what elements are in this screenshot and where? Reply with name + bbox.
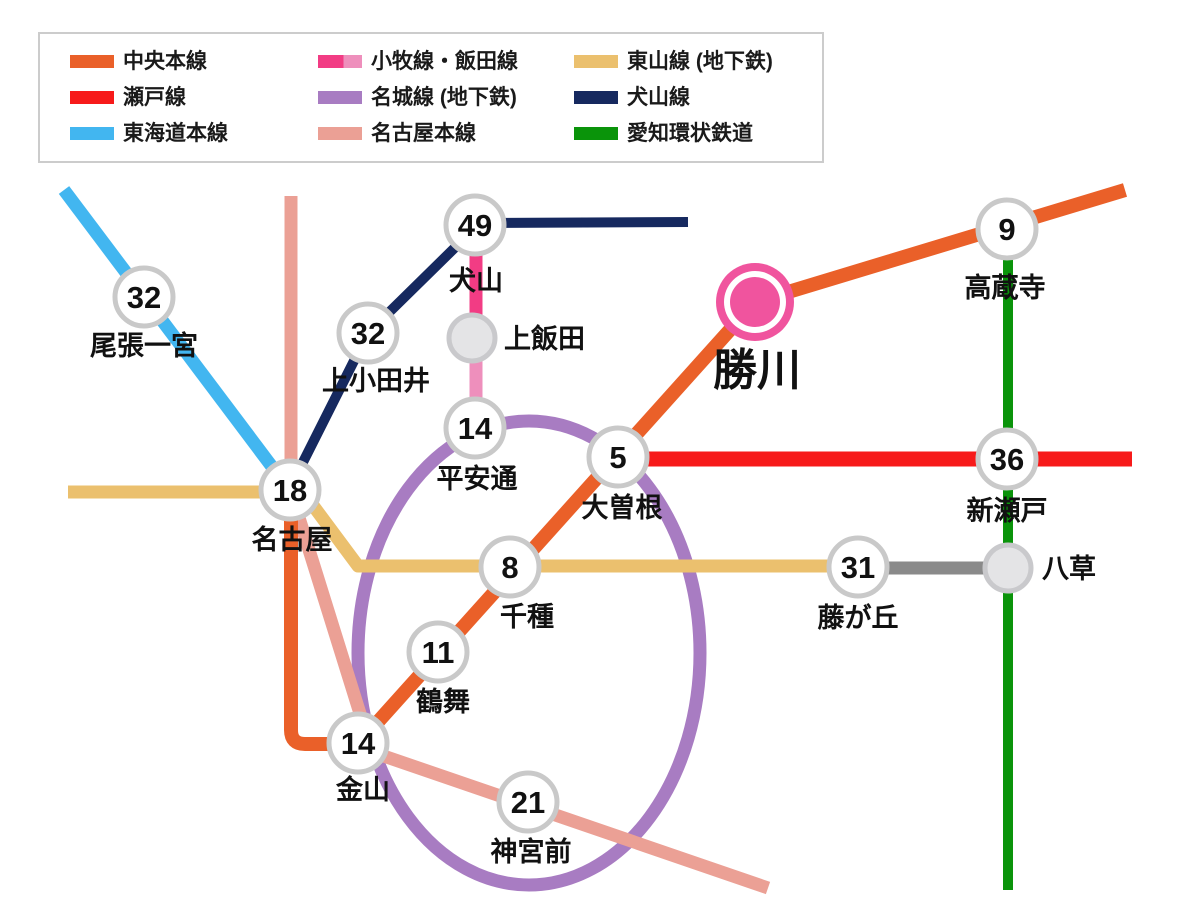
- svg-text:31: 31: [841, 550, 875, 585]
- line-meijo-loop: [351, 414, 707, 892]
- station-nagoya-badge: 18: [258, 458, 322, 522]
- station-shin-seto-badge: 36: [975, 427, 1039, 491]
- svg-text:18: 18: [273, 473, 307, 508]
- svg-text:14: 14: [341, 726, 376, 761]
- svg-text:14: 14: [458, 411, 493, 446]
- label-kachigawa: 勝川: [713, 346, 801, 395]
- legend-label-higashiyama: 東山線 (地下鉄): [627, 50, 773, 74]
- label-ozone: 大曽根: [582, 492, 663, 523]
- legend-item-meitetsu: 名古屋本線: [318, 123, 574, 144]
- kachigawa-inner-dot: [730, 277, 780, 327]
- label-heian-dori: 平安通: [437, 464, 518, 494]
- line-meitetsu: [284, 196, 771, 895]
- legend-label-komaki-iida: 小牧線・飯田線: [371, 50, 518, 74]
- svg-text:32: 32: [351, 316, 385, 351]
- svg-text:21: 21: [511, 785, 545, 820]
- station-kamiiida-circle: [446, 312, 498, 364]
- station-kanayama-badge: 14: [326, 711, 390, 775]
- station-jingu-mae-badge: 21: [496, 770, 560, 834]
- label-tsurumai: 鶴舞: [416, 686, 470, 717]
- label-kamiiida: 上飯田: [504, 323, 585, 354]
- label-kanayama: 金山: [335, 774, 390, 805]
- station-ozone-badge: 5: [586, 425, 650, 489]
- legend-swatch-meijo: [318, 90, 362, 104]
- label-owari-ichinomiya: 尾張一宮: [90, 330, 198, 361]
- svg-text:9: 9: [998, 212, 1015, 247]
- legend-label-aikan: 愛知環状鉄道: [627, 121, 753, 145]
- legend-label-tokaido: 東海道本線: [123, 121, 228, 145]
- station-chikusa-badge: 8: [478, 535, 542, 599]
- legend-item-meijo: 名城線 (地下鉄): [318, 87, 574, 108]
- svg-text:36: 36: [990, 442, 1024, 477]
- legend-label-meijo: 名城線 (地下鉄): [371, 85, 517, 109]
- legend-label-chuo: 中央本線: [123, 50, 207, 74]
- label-jingu-mae: 神宮前: [491, 836, 572, 867]
- legend-swatch-inuyama: [574, 90, 618, 104]
- line-tokaido: [58, 186, 297, 496]
- legend-label-meitetsu: 名古屋本線: [371, 121, 476, 145]
- legend-item-inuyama: 犬山線: [574, 87, 816, 108]
- label-shin-seto: 新瀬戸: [967, 495, 1048, 526]
- label-nagoya: 名古屋: [252, 524, 333, 555]
- svg-text:11: 11: [422, 635, 455, 670]
- svg-text:8: 8: [501, 550, 518, 585]
- svg-text:5: 5: [609, 440, 626, 475]
- svg-text:49: 49: [458, 208, 492, 243]
- station-heian-dori-badge: 14: [443, 396, 507, 460]
- svg-text:32: 32: [127, 280, 161, 315]
- station-kozoji-badge: 9: [975, 197, 1039, 261]
- legend-label-seto: 瀬戸線: [123, 85, 186, 109]
- legend-label-inuyama: 犬山線: [627, 85, 690, 109]
- legend-item-chuo: 中央本線: [70, 51, 318, 72]
- legend-swatch-meitetsu: [318, 126, 362, 140]
- label-fujigaoka: 藤が丘: [818, 602, 899, 633]
- label-inuyama: 犬山: [449, 266, 503, 296]
- station-kami-otai-badge: 32: [336, 301, 400, 365]
- label-kozoji: 高蔵寺: [965, 272, 1046, 303]
- label-chikusa: 千種: [500, 602, 554, 632]
- station-fujigaoka-badge: 31: [826, 535, 890, 599]
- legend-swatch-chuo: [70, 55, 114, 69]
- legend-item-komaki-iida: 小牧線・飯田線: [318, 51, 574, 72]
- legend-item-higashiyama: 東山線 (地下鉄): [574, 51, 816, 72]
- label-yakusa: 八草: [1042, 554, 1096, 584]
- station-tsurumai-badge: 11: [406, 620, 470, 684]
- legend-item-tokaido: 東海道本線: [70, 123, 318, 144]
- station-yakusa-circle: [982, 542, 1034, 594]
- legend-swatch-higashiyama: [574, 55, 618, 69]
- legend-swatch-komaki-iida: [318, 55, 362, 69]
- line-higashiyama: [68, 485, 858, 573]
- legend-item-seto: 瀬戸線: [70, 87, 318, 108]
- legend-swatch-seto: [70, 90, 114, 104]
- legend-box: 中央本線 瀬戸線 東海道本線 小牧線・飯田線 名城線 (地下鉄) 名古屋本線 東…: [38, 32, 824, 163]
- legend-item-aikan: 愛知環状鉄道: [574, 123, 816, 144]
- legend-swatch-aikan: [574, 126, 618, 140]
- line-inuyama: [283, 217, 689, 495]
- station-inuyama-badge: 49: [443, 193, 507, 257]
- legend-swatch-tokaido: [70, 126, 114, 140]
- station-kachigawa-marker: [716, 263, 794, 341]
- label-kami-otai: 上小田井: [322, 366, 430, 396]
- station-owari-ichinomiya-badge: 32: [112, 265, 176, 329]
